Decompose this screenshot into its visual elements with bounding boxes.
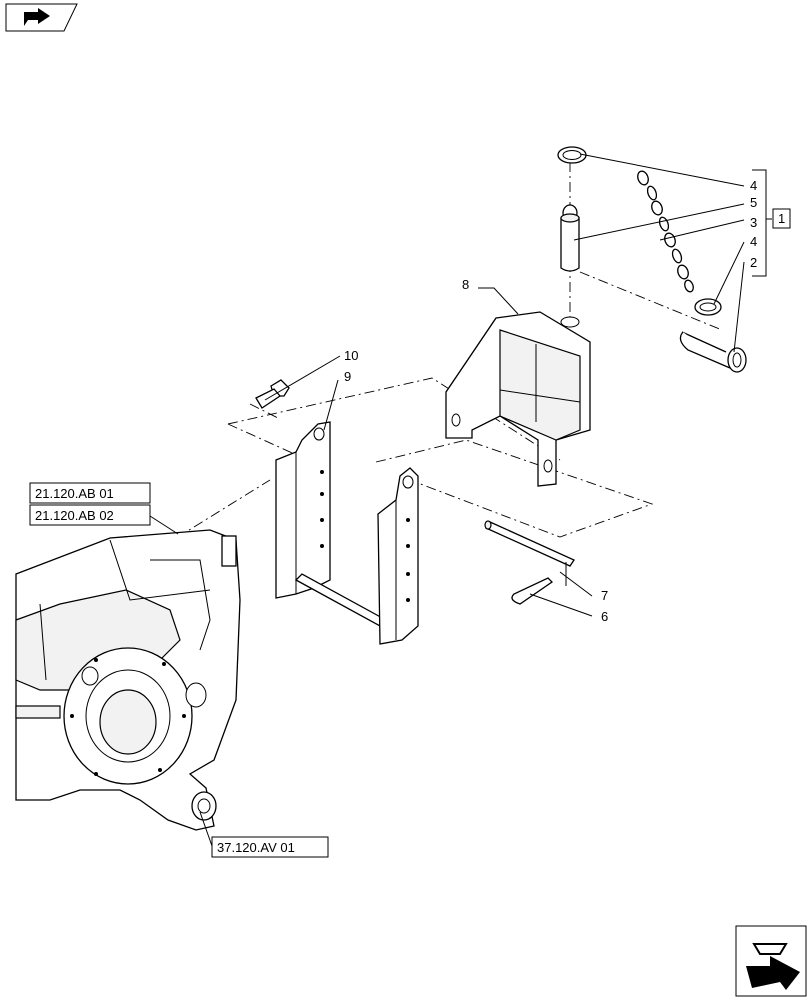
callout-9: 9 <box>344 369 351 384</box>
drawbar-plate-right <box>377 467 419 645</box>
assembly-lines <box>159 162 723 549</box>
cross-rod <box>294 573 388 627</box>
reference-link-21-120-ab-02[interactable]: 21.120.AB 02 <box>29 504 151 526</box>
chain <box>637 170 694 293</box>
bolt <box>255 379 290 409</box>
pin <box>560 204 580 272</box>
callout-7: 7 <box>601 588 608 603</box>
callout-5: 5 <box>750 195 757 210</box>
svg-text:21.120.AB 01[interactable]: 21.120.AB 01 <box>35 486 114 501</box>
ring-top <box>557 146 587 164</box>
callout-6: 6 <box>601 609 608 624</box>
small-clip <box>511 577 554 605</box>
callout-2: 2 <box>750 255 757 270</box>
callout-8: 8 <box>462 277 469 292</box>
reference-link-21-120-ab-01[interactable]: 21.120.AB 01 <box>29 482 151 504</box>
transmission-housing <box>15 529 241 831</box>
callout-4-upper: 4 <box>750 178 757 193</box>
bracket <box>445 311 591 487</box>
ring-lower <box>694 298 722 316</box>
reference-link-37-120-av-01[interactable]: 37.120.AV 01 <box>211 836 329 858</box>
callout-1: 1 <box>778 211 785 226</box>
group-bracket <box>752 169 772 277</box>
drawbar-plate-left <box>275 421 331 599</box>
long-pin <box>484 520 575 586</box>
spring-clip <box>679 331 747 373</box>
book-arrow-icon[interactable] <box>5 3 78 32</box>
callout-3: 3 <box>750 215 757 230</box>
svg-text:37.120.AV 01[interactable]: 37.120.AV 01 <box>217 840 295 855</box>
next-page-arrow-icon[interactable] <box>735 925 807 997</box>
callout-4-lower: 4 <box>750 234 757 249</box>
callout-1-box: 1 <box>772 208 791 229</box>
svg-text:21.120.AB 02[interactable]: 21.120.AB 02 <box>35 508 114 523</box>
callout-10: 10 <box>344 348 358 363</box>
leader-lines <box>149 153 745 847</box>
